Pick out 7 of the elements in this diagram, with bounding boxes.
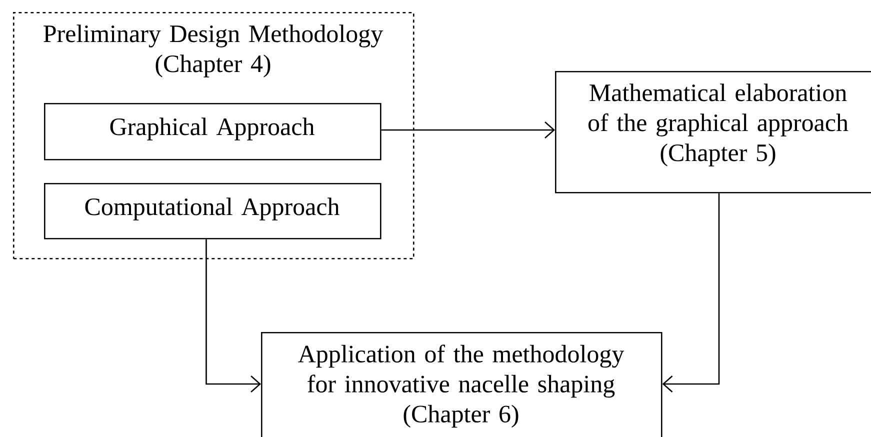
process-box: Application of the methodology for innovative nacelle shaping (Chapter 6) bbox=[261, 332, 662, 437]
arrow bbox=[662, 193, 720, 392]
process-box: Computational Approach bbox=[44, 183, 382, 240]
process-box: Graphical Approach bbox=[44, 103, 382, 160]
arrow bbox=[381, 122, 555, 138]
process-box: Mathematical elaboration of the graphical approach (Chapter 5) bbox=[555, 71, 871, 194]
arrow bbox=[206, 239, 261, 392]
